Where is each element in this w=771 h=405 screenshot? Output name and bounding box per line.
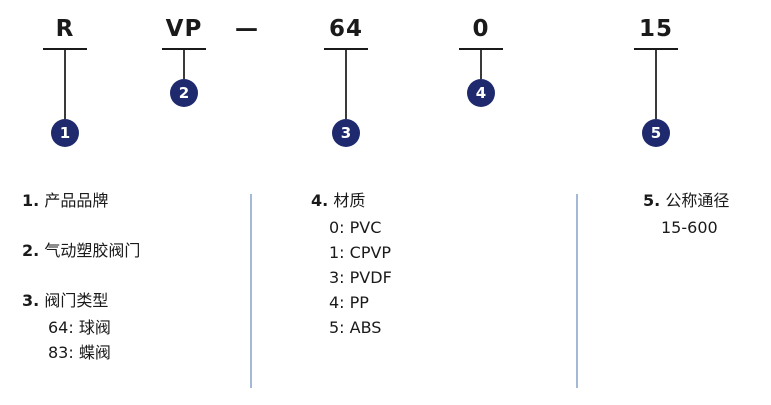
code-part-size: 15 5 [628,12,684,147]
legend-number: 4. [311,191,329,210]
badge-1: 1 [51,119,79,147]
code-label-size: 15 [638,16,673,42]
legend-item-series: 2. 气动塑胶阀门 [22,242,140,259]
code-underline [324,48,368,50]
legend-subitem: 83: 蝶阀 [48,343,111,362]
legend-item-valve-type: 3. 阀门类型 64: 球阀 83: 蝶阀 [22,292,140,365]
connector-line [64,50,66,119]
legend-number: 1. [22,191,40,210]
legend-column-2: 4. 材质 0: PVC 1: CPVP 3: PVDF 4: PP 5: AB… [311,192,392,340]
legend-title: 公称通径 [665,191,730,210]
legend-column-1: 1. 产品品牌 2. 气动塑胶阀门 3. 阀门类型 64: 球阀 83: 蝶阀 [22,192,140,365]
badge-3: 3 [332,119,360,147]
code-label-brand: R [55,16,75,42]
legend-subitem: 4: PP [329,293,369,312]
connector-line [480,50,482,79]
code-underline [162,48,206,50]
column-divider-right [576,194,578,388]
code-part-material: 0 4 [453,12,509,107]
legend-title: 气动塑胶阀门 [44,241,141,260]
legend-sublist: 15-600 [643,215,729,240]
dash-separator: — [235,16,258,42]
code-underline [459,48,503,50]
legend-item-brand: 1. 产品品牌 [22,192,140,209]
code-part-brand: R 1 [37,12,93,147]
column-divider-left [250,194,252,388]
code-part-series: VP 2 [156,12,212,107]
code-label-valve-type: 64 [328,16,363,42]
legend-title: 材质 [333,191,366,210]
legend-sublist: 64: 球阀 83: 蝶阀 [22,315,140,365]
legend-number: 5. [643,191,661,210]
code-underline [43,48,87,50]
legend-item-material: 4. 材质 0: PVC 1: CPVP 3: PVDF 4: PP 5: AB… [311,192,392,340]
code-label-series: VP [165,16,203,42]
badge-5: 5 [642,119,670,147]
legend-title: 阀门类型 [44,291,109,310]
connector-line [655,50,657,119]
connector-line [345,50,347,119]
badge-2: 2 [170,79,198,107]
legend-number: 2. [22,241,40,260]
legend-number: 3. [22,291,40,310]
legend-subitem: 5: ABS [329,318,382,337]
code-underline [634,48,678,50]
legend-sublist: 0: PVC 1: CPVP 3: PVDF 4: PP 5: ABS [311,215,392,340]
legend-subitem: 3: PVDF [329,268,392,287]
legend-column-3: 5. 公称通径 15-600 [643,192,729,240]
legend-subitem: 64: 球阀 [48,318,111,337]
code-part-valve-type: 64 3 [318,12,374,147]
legend-subitem: 0: PVC [329,218,382,237]
connector-line [183,50,185,79]
legend-subitem: 1: CPVP [329,243,392,262]
badge-4: 4 [467,79,495,107]
legend-title: 产品品牌 [44,191,109,210]
legend-item-size: 5. 公称通径 15-600 [643,192,729,240]
legend-subitem: 15-600 [661,218,718,237]
code-label-material: 0 [472,16,490,42]
